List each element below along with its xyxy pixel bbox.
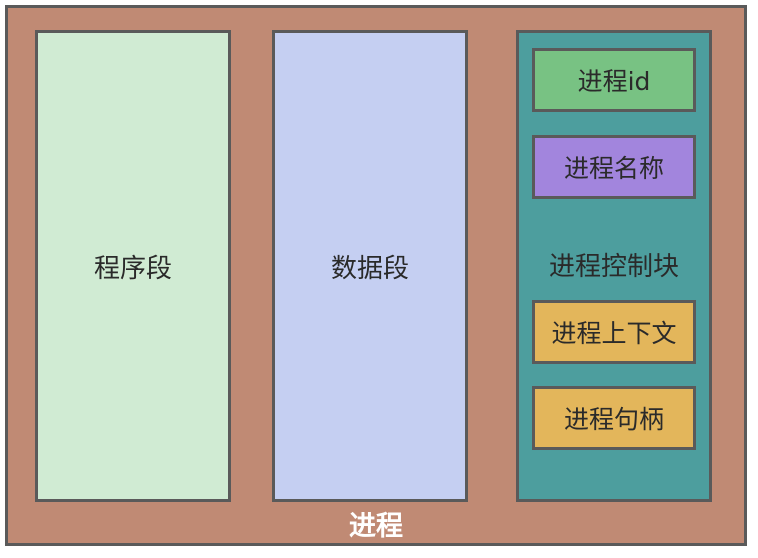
pcb-field-context: 进程上下文 bbox=[532, 300, 696, 364]
pcb-field-handle: 进程句柄 bbox=[532, 386, 696, 450]
process-label: 进程 bbox=[349, 511, 403, 542]
pcb-field-id-label: 进程id bbox=[577, 67, 651, 96]
pcb-box: 进程id 进程名称 进程控制块 进程上下文 进程句柄 bbox=[516, 30, 712, 502]
pcb-field-context-label: 进程上下文 bbox=[551, 319, 677, 348]
data-segment-label: 数据段 bbox=[330, 253, 409, 284]
pcb-label: 进程控制块 bbox=[548, 252, 679, 282]
data-segment-box: 数据段 bbox=[272, 30, 468, 502]
process-box: 程序段 数据段 进程id 进程名称 进程控制块 进程上下文 进程句柄 进程 bbox=[5, 5, 747, 546]
pcb-field-name: 进程名称 bbox=[532, 135, 696, 199]
pcb-field-name-label: 进程名称 bbox=[563, 154, 664, 183]
pcb-field-id: 进程id bbox=[532, 48, 696, 112]
pcb-field-handle-label: 进程句柄 bbox=[563, 405, 664, 434]
code-segment-label: 程序段 bbox=[93, 253, 172, 284]
code-segment-box: 程序段 bbox=[35, 30, 231, 502]
